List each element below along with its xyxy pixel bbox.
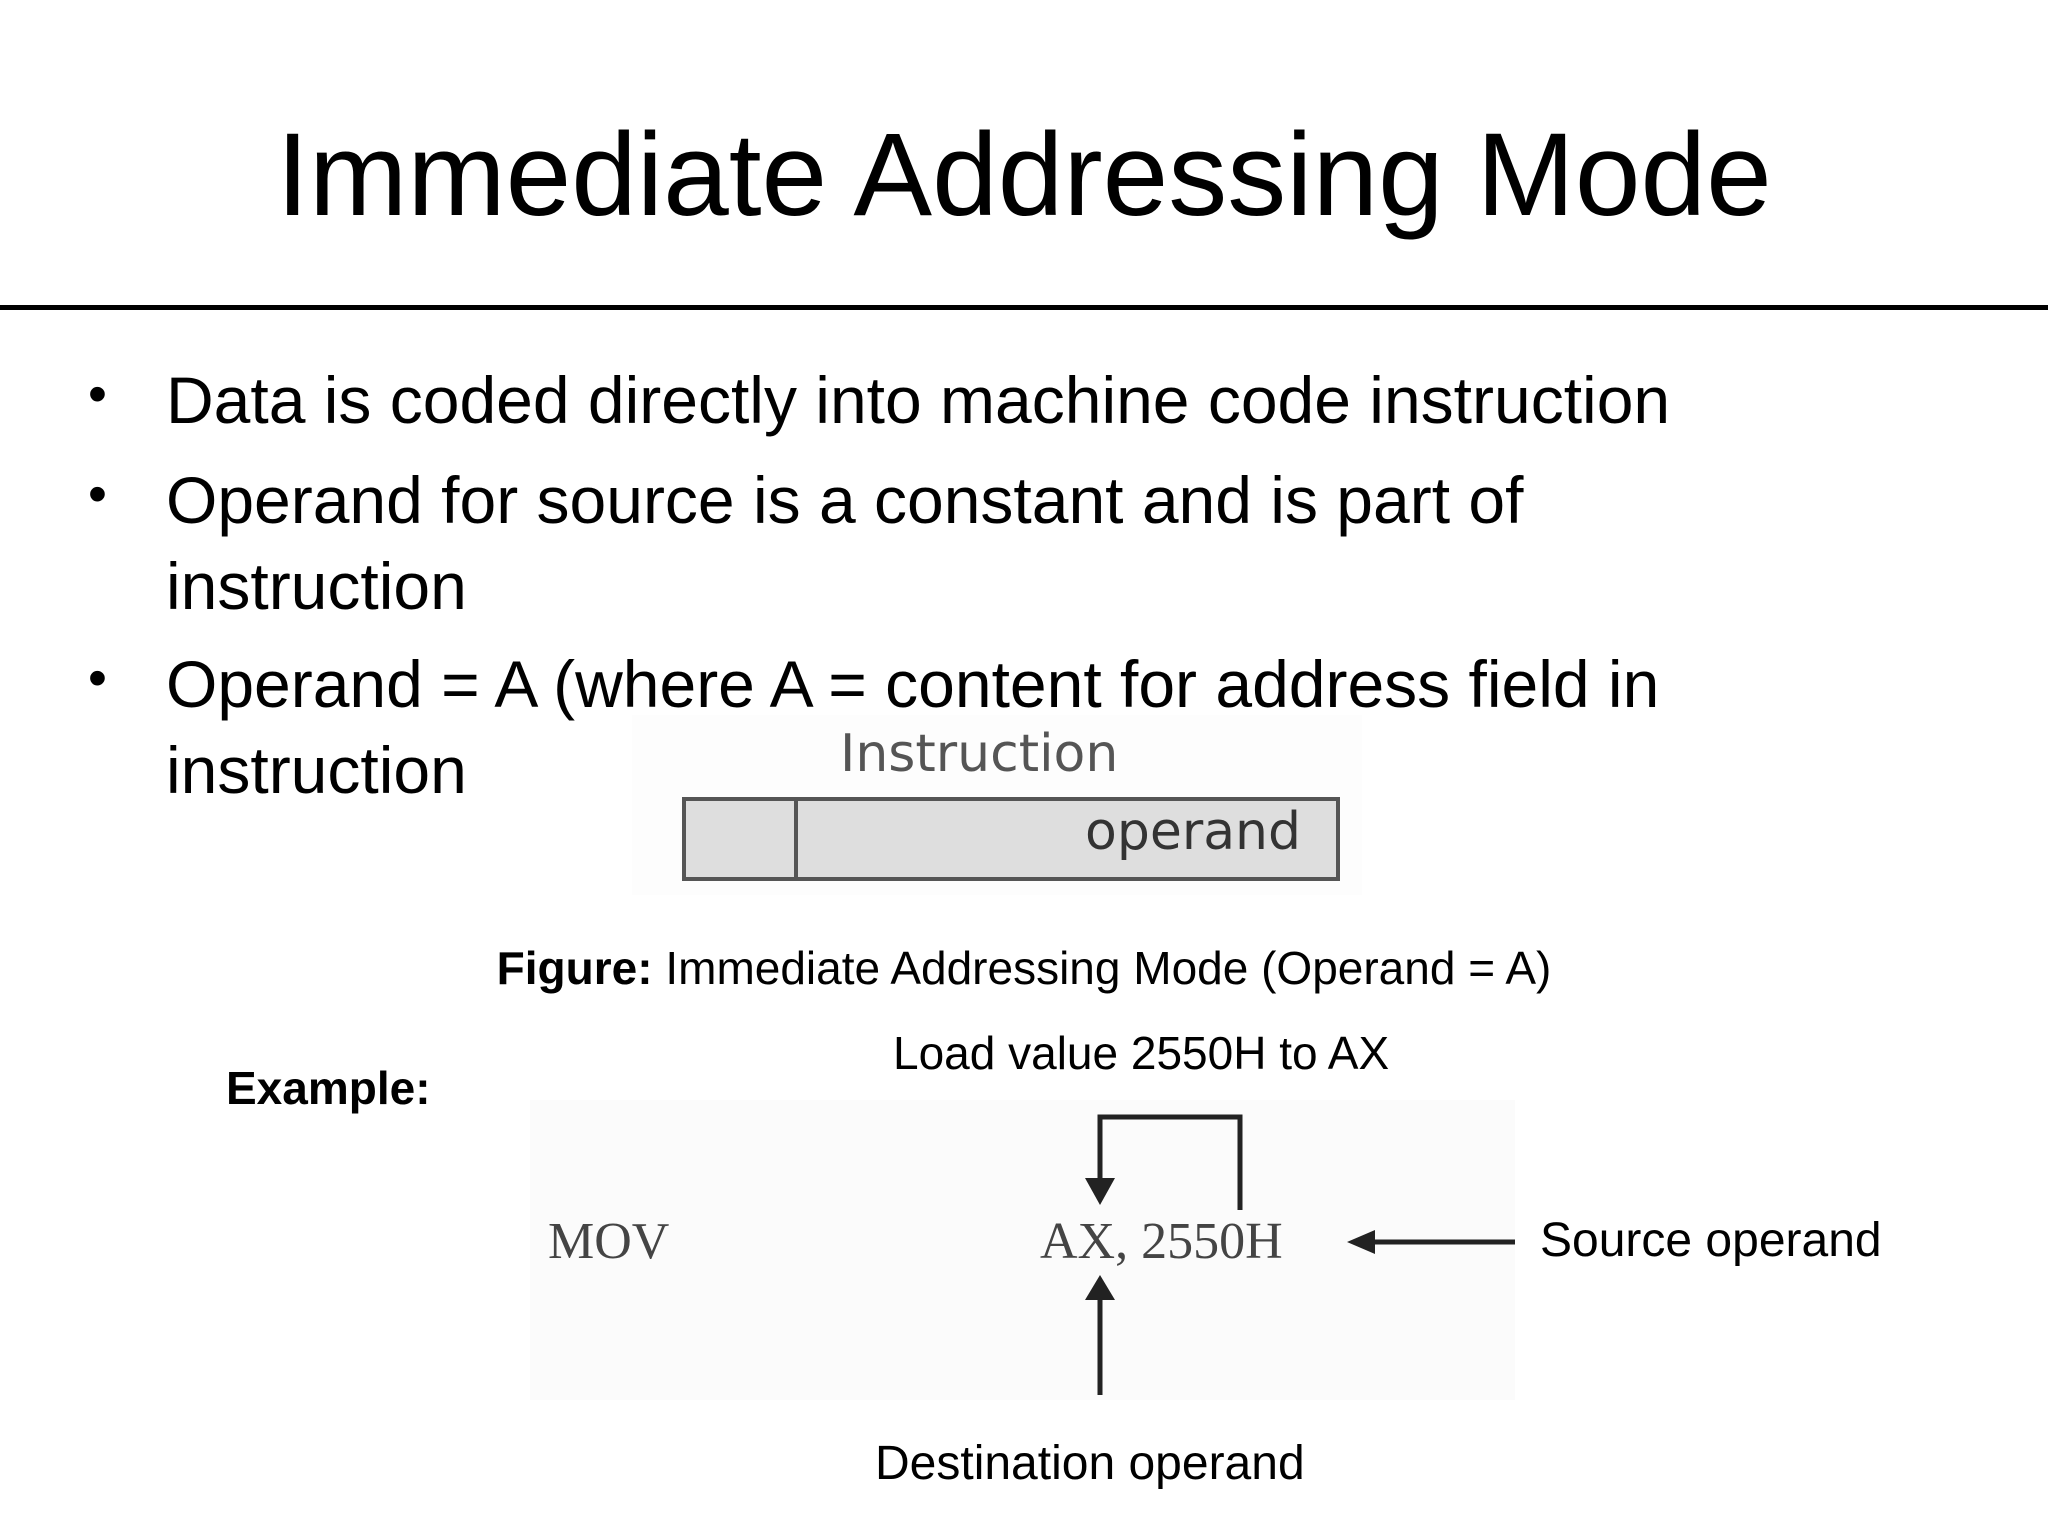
bullet-1-text: Data is coded directly into machine code…: [166, 363, 1671, 437]
load-arrow-path: [1097, 1114, 1243, 1210]
caption-text: Immediate Addressing Mode (Operand = A): [652, 942, 1552, 994]
example-label: Example:: [226, 1062, 431, 1114]
caption-prefix: Figure:: [496, 942, 653, 994]
instruction-label: Instruction: [840, 724, 1119, 784]
load-arrow-head: [1085, 1178, 1115, 1205]
figure-caption: Figure: Immediate Addressing Mode (Opera…: [0, 940, 2048, 996]
bullet-2-text: Operand for source is a constant and is …: [166, 463, 1524, 623]
source-operand-label: Source operand: [1540, 1214, 1882, 1267]
destination-arrow-head: [1085, 1275, 1115, 1300]
opcode-divider: [794, 797, 798, 881]
bullet-3-dot: •: [88, 648, 107, 708]
mov-operands: AX, 2550H: [1040, 1213, 1283, 1270]
title-divider: [0, 305, 2048, 310]
example-note: Load value 2550H to AX: [893, 1027, 1390, 1079]
slide-title: Immediate Addressing Mode: [276, 109, 1772, 241]
bullet-1-dot: •: [88, 364, 107, 424]
mov-mnemonic: MOV: [548, 1213, 670, 1270]
destination-operand-label: Destination operand: [875, 1437, 1305, 1490]
operand-field-label: operand: [1085, 802, 1302, 862]
example-figure: [530, 1100, 1515, 1400]
bullet-3-text: Operand = A (where A = content for addre…: [166, 647, 1660, 807]
instruction-box: [682, 797, 1340, 881]
source-arrow-head: [1347, 1230, 1375, 1254]
bullet-2-dot: •: [88, 464, 107, 524]
